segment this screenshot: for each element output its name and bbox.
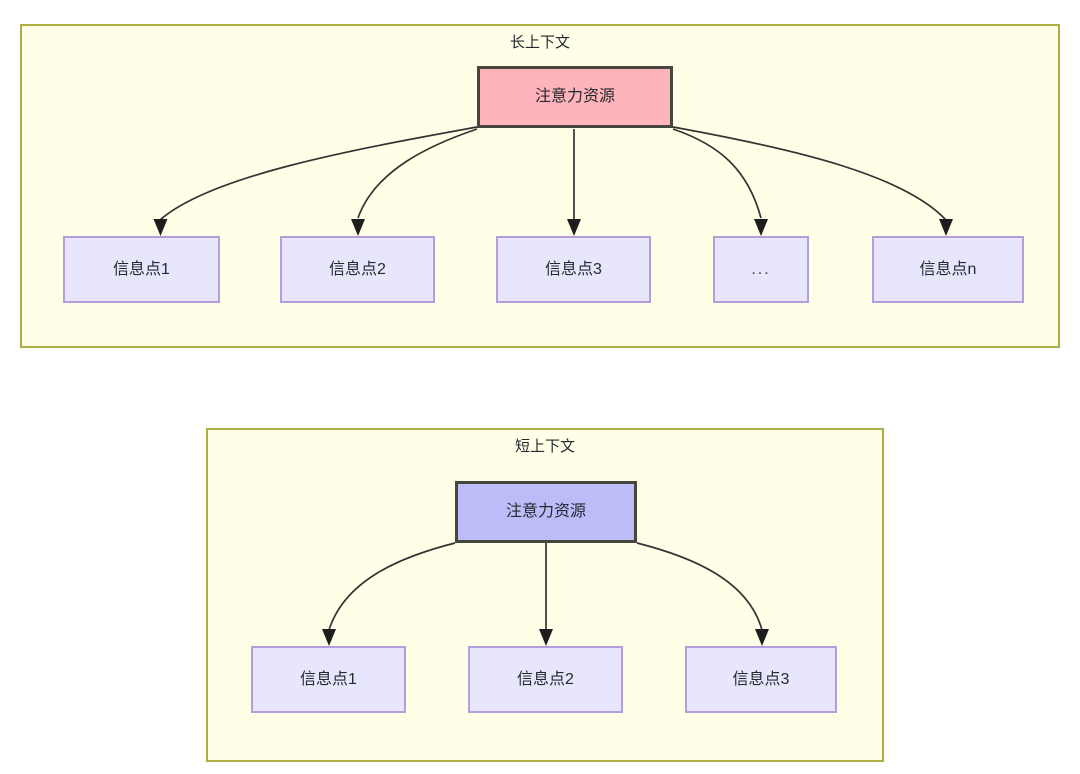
node-label: 信息点3 [732, 670, 790, 688]
group-short-context-title: 短上下文 [514, 438, 575, 455]
node-attention-resource-short[interactable]: 注意力资源 [455, 481, 637, 543]
node-info-point-ellipsis-long[interactable]: ... [713, 236, 809, 303]
node-info-point-3-short[interactable]: 信息点3 [685, 646, 837, 713]
node-label: 信息点2 [329, 260, 386, 278]
node-label: 信息点3 [545, 260, 602, 278]
node-info-point-3-long[interactable]: 信息点3 [496, 236, 651, 303]
node-label: 注意力资源 [534, 88, 615, 105]
node-label: 信息点1 [300, 670, 357, 688]
node-info-point-2-long[interactable]: 信息点2 [280, 236, 435, 303]
node-label: 信息点2 [517, 670, 574, 688]
node-label: ... [751, 260, 771, 278]
node-label: 注意力资源 [505, 503, 586, 520]
node-info-point-n-long[interactable]: 信息点n [872, 236, 1024, 303]
node-attention-resource-long[interactable]: 注意力资源 [477, 66, 673, 128]
node-info-point-2-short[interactable]: 信息点2 [468, 646, 623, 713]
node-info-point-1-long[interactable]: 信息点1 [63, 236, 220, 303]
group-long-context-title: 长上下文 [509, 34, 570, 51]
node-label: 信息点1 [113, 260, 170, 278]
node-label: 信息点n [919, 260, 977, 278]
node-info-point-1-short[interactable]: 信息点1 [251, 646, 406, 713]
